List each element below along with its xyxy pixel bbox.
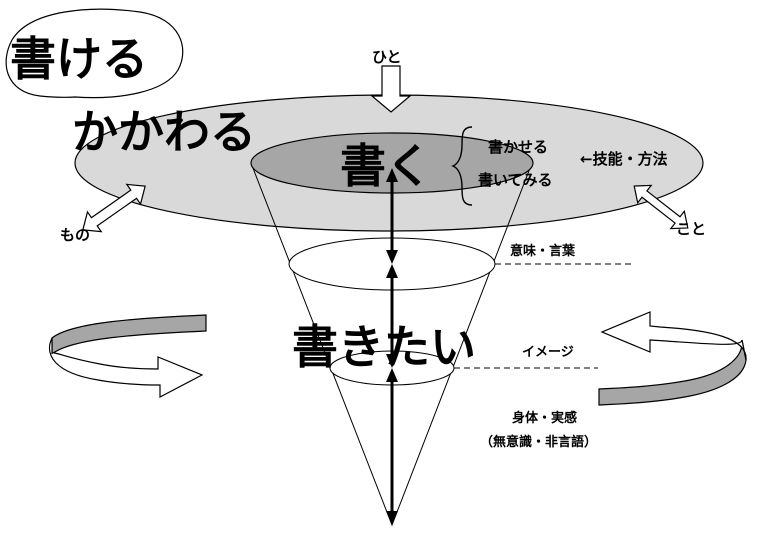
imi-label: 意味・言葉 bbox=[510, 243, 576, 259]
left-curved-arrow bbox=[48, 314, 207, 398]
kakaseru-label: 書かせる bbox=[488, 138, 548, 156]
kakeru-speech-bubble bbox=[5, 8, 184, 99]
kakawaru-label: かかわる bbox=[72, 105, 256, 159]
mono-double-arrow bbox=[82, 183, 146, 233]
curly-brace bbox=[451, 126, 473, 206]
ginou-label: ←技能・方法 bbox=[580, 150, 668, 168]
kakitai-label: 書きたい bbox=[292, 320, 476, 374]
shintai-label: 身体・実感 bbox=[512, 410, 577, 426]
kaku-label: 書く bbox=[340, 139, 432, 193]
hito-label: ひと bbox=[372, 48, 402, 66]
muishiki-label: （無意識・非言語） bbox=[480, 434, 597, 450]
mono-label: もの bbox=[60, 226, 90, 244]
kakeru-label: 書ける bbox=[10, 32, 148, 86]
koto-double-arrow bbox=[633, 184, 689, 230]
image-label: イメージ bbox=[522, 345, 574, 360]
hito-down-arrow bbox=[370, 65, 412, 113]
koto-label: こと bbox=[676, 220, 706, 238]
kaitemiru-label: 書いてみる bbox=[478, 171, 553, 189]
right-curved-arrow bbox=[598, 311, 747, 406]
vertical-axis-arrows bbox=[386, 168, 398, 525]
